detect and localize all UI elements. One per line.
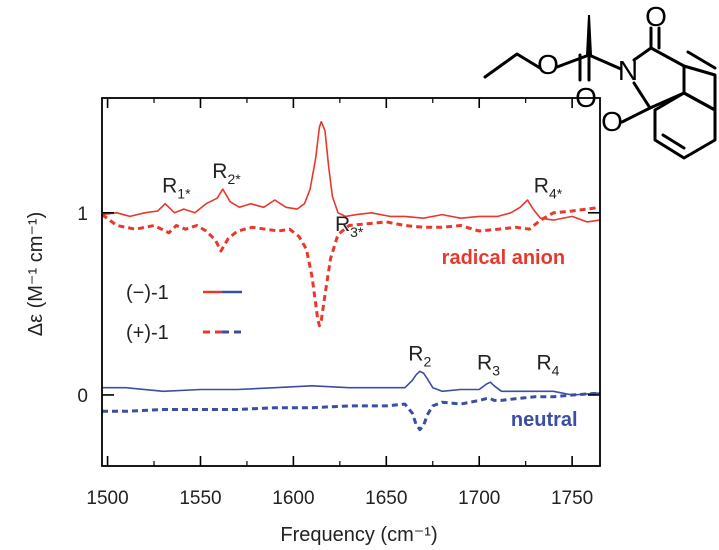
x-tick-label-0: 1500 xyxy=(86,488,128,509)
y-tick-label-1: 1 xyxy=(77,204,88,225)
peak-annotation-3: R4* xyxy=(534,175,563,202)
imide-bottom-bonds xyxy=(620,81,652,124)
peak-annotation-sub: 2 xyxy=(423,353,431,369)
series-line-2 xyxy=(102,370,601,396)
peak-annotation-sub: 3* xyxy=(350,224,364,240)
x-tick-label-5: 1750 xyxy=(551,488,593,509)
y-tick-label-0: 0 xyxy=(77,386,88,407)
peak-annotation-sub: 1* xyxy=(177,186,191,202)
atom-label-n: N xyxy=(618,55,638,86)
series-line-0 xyxy=(101,120,601,223)
peak-annotation-main: R xyxy=(212,160,227,183)
peak-annotation-0: R1* xyxy=(162,175,191,202)
peak-annotation-sub: 4 xyxy=(552,362,560,378)
peak-annotation-main: R xyxy=(534,175,549,198)
x-axis-label: Frequency (cm⁻¹) xyxy=(280,524,437,546)
y-axis-label: Δε (M⁻¹ cm⁻¹) xyxy=(25,212,47,336)
methoxy-bonds xyxy=(483,52,542,79)
peak-annotation-main: R xyxy=(335,213,350,236)
peak-annotation-main: R xyxy=(162,175,177,198)
imide-ring-bond xyxy=(649,46,686,68)
peak-annotation-sub: 3 xyxy=(492,362,500,378)
x-tick-label-1: 1550 xyxy=(179,488,221,509)
peak-annotation-sub: 4* xyxy=(549,186,563,202)
atom-label-o-top: O xyxy=(645,1,667,32)
series-line-1 xyxy=(101,205,601,328)
alpha-n-bond xyxy=(587,53,623,71)
peak-annotation-4: R2 xyxy=(408,342,431,369)
peak-annotation-6: R4 xyxy=(536,351,559,378)
legend-label-0: (−)-1 xyxy=(126,282,169,304)
group-label-1: neutral xyxy=(511,409,578,431)
group-label-0: radical anion xyxy=(442,247,565,269)
peak-annotation-2: R3* xyxy=(335,213,364,240)
atom-label-o-ester: O xyxy=(537,49,559,80)
peak-annotation-sub: 2* xyxy=(227,171,241,187)
atom-label-o-carbonyl: O xyxy=(575,82,597,113)
legend-label-1: (+)-1 xyxy=(126,322,169,344)
naphthalene-ring-a xyxy=(682,64,717,112)
aromatic-inner-bond xyxy=(661,133,686,150)
peak-annotation-main: R xyxy=(477,351,492,374)
peak-annotation-main: R xyxy=(536,351,551,374)
atom-label-o-bottom: O xyxy=(601,106,623,137)
wedge-bond xyxy=(586,15,592,55)
peak-annotation-5: R3 xyxy=(477,351,500,378)
series-line-3 xyxy=(102,391,601,432)
peak-annotation-1: R2* xyxy=(212,160,241,187)
peak-annotation-main: R xyxy=(408,342,423,365)
plot-frame xyxy=(101,97,601,467)
x-tick-label-4: 1700 xyxy=(458,488,500,509)
chemical-structure: O O N O O xyxy=(483,1,717,160)
x-tick-label-3: 1650 xyxy=(365,488,407,509)
naphthalene-ring-b xyxy=(653,91,717,160)
naphthalene-edge xyxy=(686,50,717,70)
ester-c-o-bond xyxy=(555,53,591,69)
x-tick-label-2: 1600 xyxy=(272,488,314,509)
